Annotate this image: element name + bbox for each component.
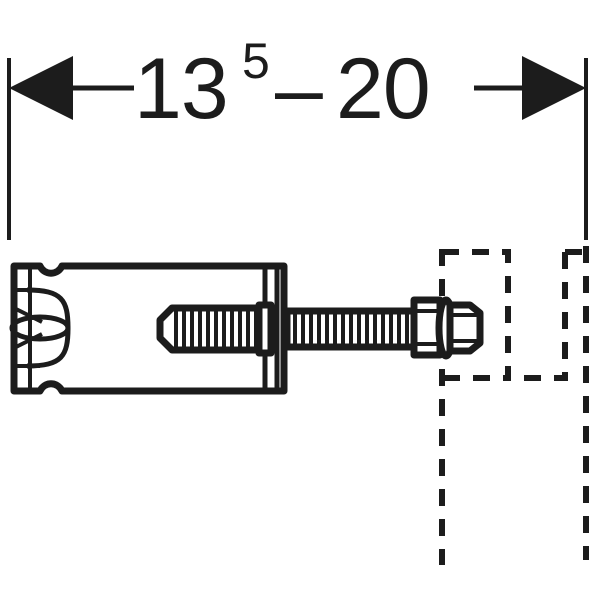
hidden-wall-outline	[439, 246, 589, 565]
dimension-arrow-left-icon	[9, 56, 73, 120]
eyelet-detail-stroke-bottom	[13, 332, 43, 350]
hex-bolt-head	[446, 301, 484, 355]
end-cap-eyelet	[9, 287, 71, 369]
hex-head-body	[446, 301, 484, 355]
inner-thread-collar	[255, 301, 275, 357]
dimension-value-superscript: 5	[242, 33, 270, 89]
outer-threaded-rod	[283, 307, 421, 351]
dimension-value-max: 20	[336, 41, 430, 137]
inner-threaded-shaft	[156, 301, 275, 357]
dimension-arrow-right-icon	[522, 56, 586, 120]
hidden-box-right	[508, 252, 568, 381]
dimension-annotation: 13 5 – 20	[7, 33, 588, 240]
inner-thread-hatching	[174, 311, 258, 347]
eyelet-detail-stroke-top	[13, 306, 43, 324]
hidden-box-upper	[442, 249, 511, 381]
housing-outline	[10, 262, 288, 395]
dimension-value-separator: –	[275, 41, 323, 137]
outer-thread-hatching	[293, 314, 409, 344]
dimension-value-main: 13	[134, 41, 228, 137]
bracket-housing	[10, 262, 288, 395]
eyelet-oval-slot	[9, 314, 71, 342]
